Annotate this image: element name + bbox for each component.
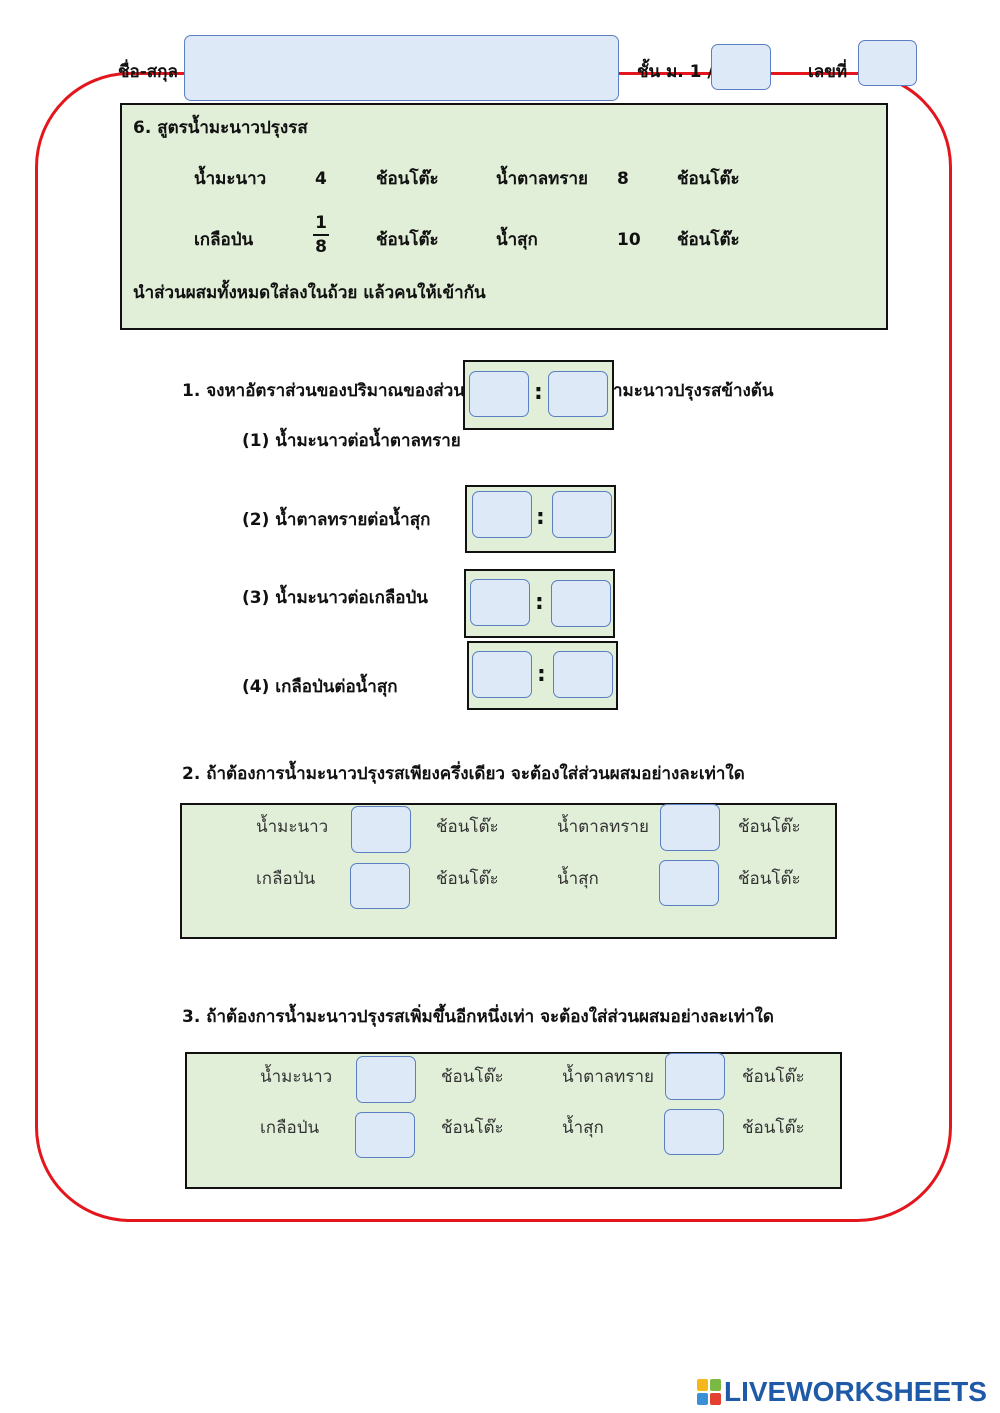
q1-item-4: (4) เกลือป่นต่อน้ำสุก [242, 677, 398, 697]
recipe-qty: 8 [617, 169, 629, 189]
ratio-1-right-field[interactable] [548, 371, 608, 417]
logo-tile-blue [697, 1393, 708, 1405]
ratio-2-right-field[interactable] [552, 491, 612, 538]
fraction-denominator: 8 [315, 237, 327, 257]
ratio-colon: : [537, 662, 546, 687]
q1-item-2: (2) น้ำตาลทรายต่อน้ำสุก [242, 510, 431, 530]
q3-panel [185, 1052, 842, 1189]
ratio-colon: : [536, 505, 545, 530]
recipe-item: น้ำตาลทราย [496, 169, 589, 189]
q3-unit: ช้อนโต๊ะ [441, 1067, 504, 1087]
ratio-colon: : [535, 590, 544, 615]
fraction-numerator: 1 [315, 213, 327, 233]
q2-lime-field[interactable] [351, 806, 411, 853]
q1-item-3: (3) น้ำมะนาวต่อเกลือป่น [242, 588, 428, 608]
logo-tile-red [710, 1393, 721, 1405]
name-label: ชื่อ-สกุล [118, 62, 178, 82]
q2-unit: ช้อนโต๊ะ [436, 869, 499, 889]
recipe-instruction: นำส่วนผสมทั้งหมดใส่ลงในถ้วย แล้วคนให้เข้… [133, 283, 486, 303]
q2-item: น้ำมะนาว [256, 817, 329, 837]
q2-panel [180, 803, 837, 939]
q2-item: น้ำตาลทราย [557, 817, 650, 837]
q2-title: 2. ถ้าต้องการน้ำมะนาวปรุงรสเพียงครึ่งเดี… [182, 764, 745, 784]
q3-unit: ช้อนโต๊ะ [742, 1067, 805, 1087]
q3-unit: ช้อนโต๊ะ [441, 1118, 504, 1138]
class-label: ชั้น ม. 1 / [637, 62, 714, 82]
liveworksheets-logo: LIVEWORKSHEETS [697, 1376, 987, 1407]
ratio-4-left-field[interactable] [472, 651, 532, 698]
q2-water-field[interactable] [659, 860, 719, 906]
q1-title-end: ามะนาวปรุงรสข้างต้น [613, 381, 774, 401]
ratio-colon: : [534, 380, 543, 405]
ratio-3-right-field[interactable] [551, 580, 611, 627]
q2-sugar-field[interactable] [660, 804, 720, 851]
recipe-unit: ช้อนโต๊ะ [376, 230, 439, 250]
q2-unit: ช้อนโต๊ะ [436, 817, 499, 837]
ratio-1-left-field[interactable] [469, 371, 529, 417]
ratio-3-left-field[interactable] [470, 579, 530, 626]
q3-sugar-field[interactable] [665, 1053, 725, 1100]
q3-item: น้ำมะนาว [260, 1067, 333, 1087]
ratio-2-left-field[interactable] [472, 491, 532, 538]
recipe-unit: ช้อนโต๊ะ [677, 169, 740, 189]
q3-lime-field[interactable] [356, 1056, 416, 1103]
q2-item: เกลือป่น [256, 869, 316, 889]
q1-item-1: (1) น้ำมะนาวต่อน้ำตาลทราย [242, 431, 461, 451]
q3-item: น้ำสุก [562, 1118, 604, 1138]
recipe-qty: 10 [617, 230, 641, 250]
recipe-panel [120, 103, 888, 330]
q3-item: น้ำตาลทราย [562, 1067, 655, 1087]
recipe-item: เกลือป่น [194, 230, 254, 250]
number-label: เลขที่ [808, 62, 848, 82]
name-field[interactable] [184, 35, 619, 101]
q1-title-start: 1. จงหาอัตราส่วนของปริมาณของส่วน [182, 381, 465, 401]
q2-unit: ช้อนโต๊ะ [738, 817, 801, 837]
fraction-bar [313, 234, 329, 236]
q3-water-field[interactable] [664, 1109, 724, 1155]
q2-salt-field[interactable] [350, 863, 410, 909]
recipe-unit: ช้อนโต๊ะ [376, 169, 439, 189]
q3-item: เกลือป่น [260, 1118, 320, 1138]
q3-unit: ช้อนโต๊ะ [742, 1118, 805, 1138]
q3-salt-field[interactable] [355, 1112, 415, 1158]
ratio-4-right-field[interactable] [553, 651, 613, 698]
q2-item: น้ำสุก [557, 869, 599, 889]
q2-unit: ช้อนโต๊ะ [738, 869, 801, 889]
recipe-title: 6. สูตรน้ำมะนาวปรุงรส [133, 118, 308, 138]
logo-tile-yellow [697, 1379, 708, 1391]
number-field[interactable] [858, 40, 917, 86]
liveworksheets-icon [697, 1379, 721, 1405]
class-field[interactable] [711, 44, 771, 90]
q3-title: 3. ถ้าต้องการน้ำมะนาวปรุงรสเพิ่มขึ้นอีกห… [182, 1007, 774, 1027]
logo-tile-green [710, 1379, 721, 1391]
recipe-item: น้ำมะนาว [194, 169, 267, 189]
logo-text: LIVEWORKSHEETS [724, 1376, 987, 1407]
recipe-unit: ช้อนโต๊ะ [677, 230, 740, 250]
fraction-one-eighth: 1 8 [311, 214, 331, 256]
recipe-qty: 4 [315, 169, 327, 189]
recipe-item: น้ำสุก [496, 230, 538, 250]
